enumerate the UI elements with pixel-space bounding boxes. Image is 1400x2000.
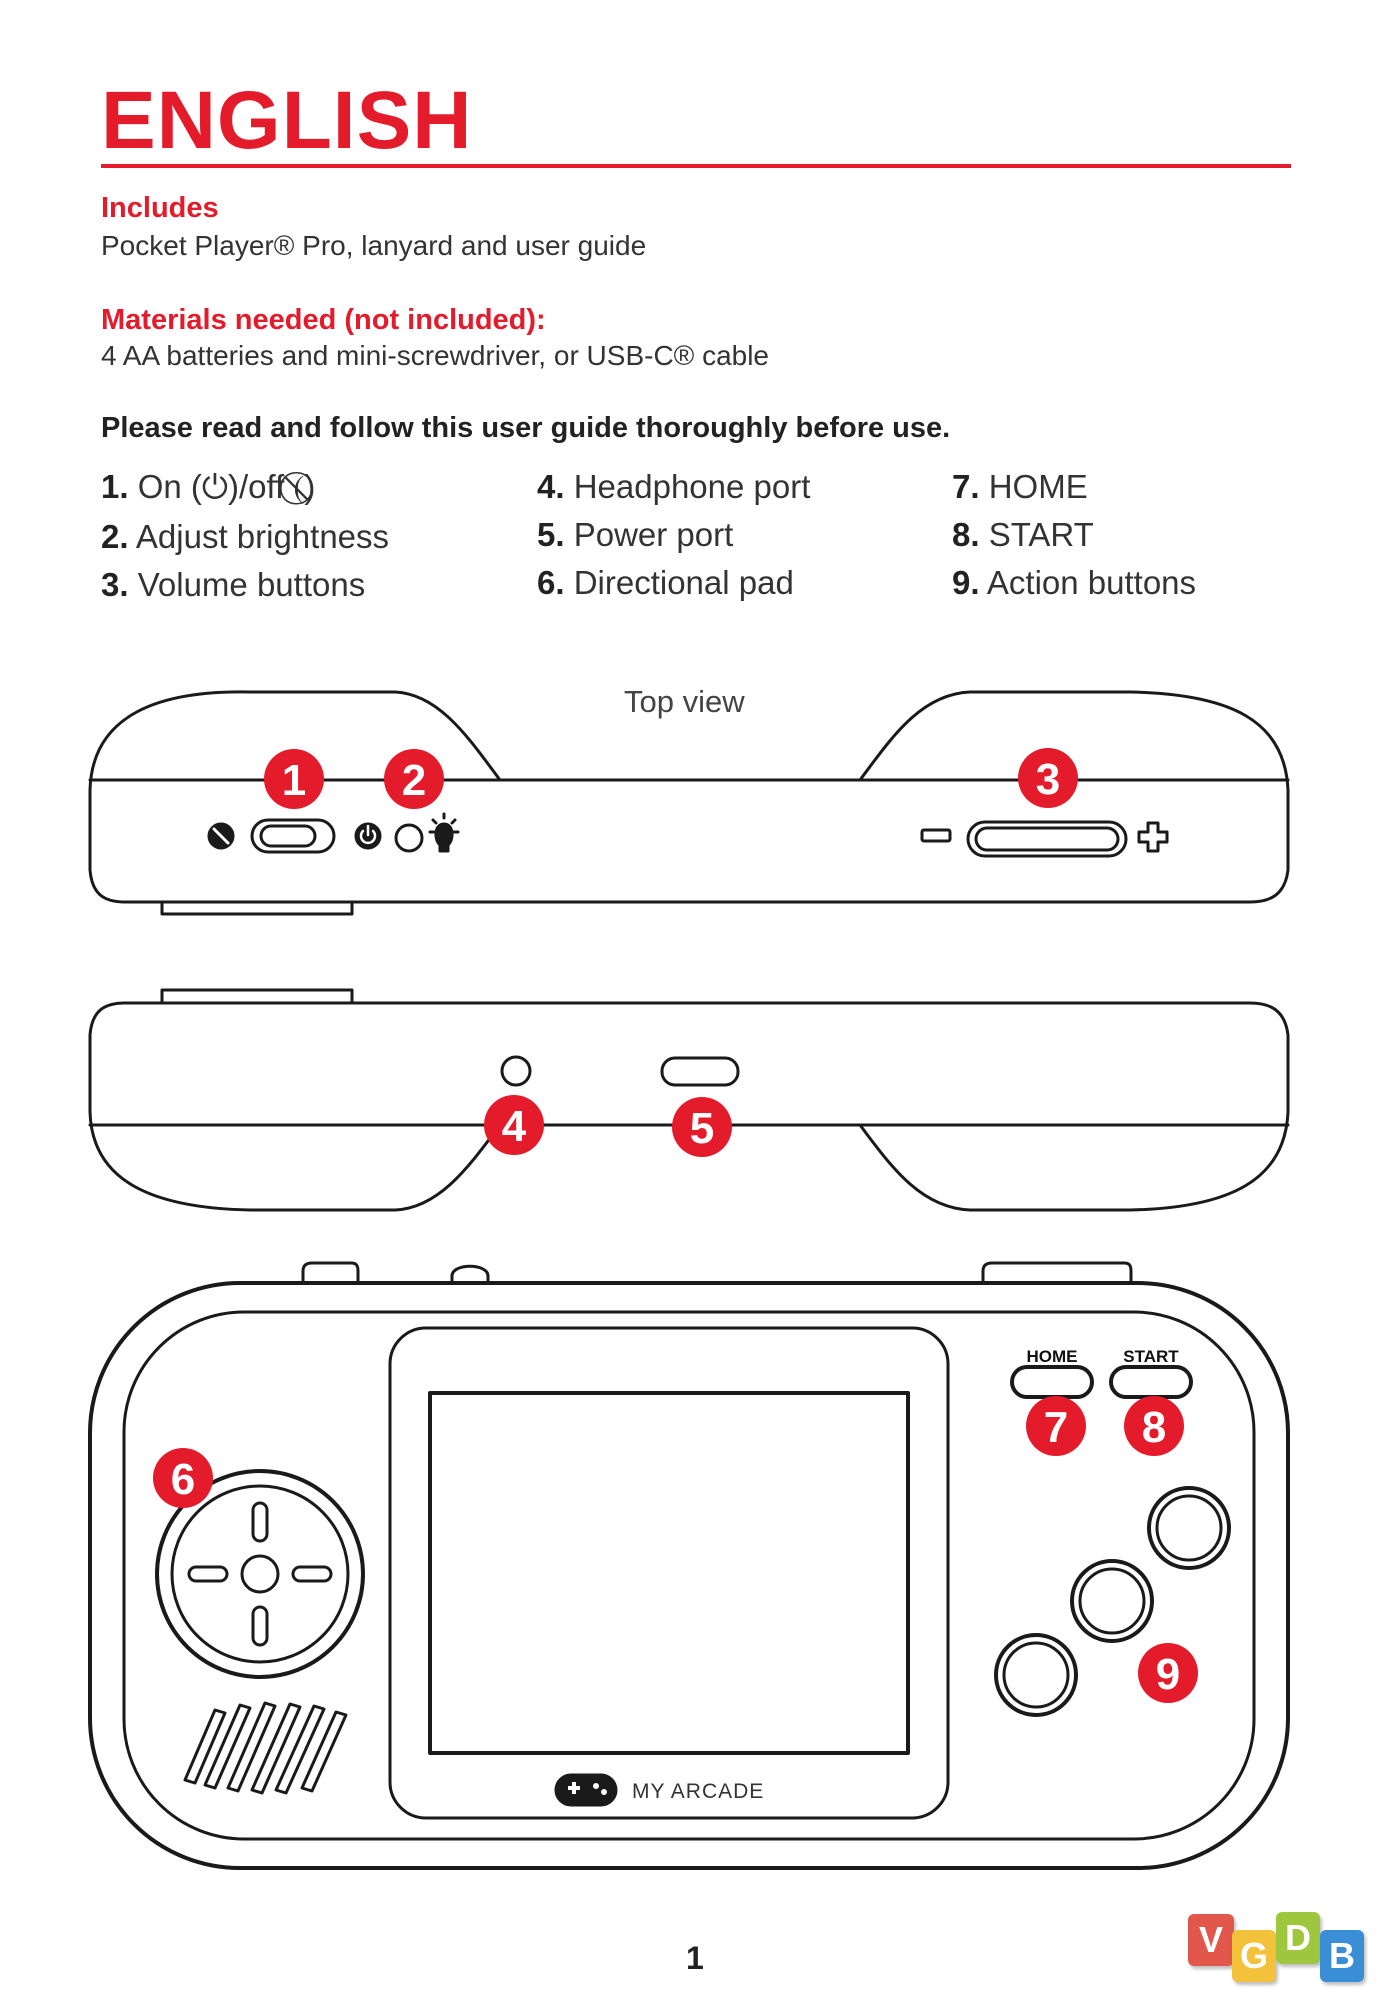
start-button[interactable] bbox=[1109, 1365, 1193, 1399]
start-button-label: START bbox=[1123, 1347, 1179, 1366]
action-button-left[interactable] bbox=[994, 1633, 1078, 1717]
svg-text:7: 7 bbox=[1044, 1403, 1068, 1452]
read-guide-notice: Please read and follow this user guide t… bbox=[101, 412, 951, 444]
callout-3: 3 bbox=[1018, 748, 1078, 808]
page-number: 1 bbox=[686, 1940, 704, 1976]
brand-name: MY ARCADE bbox=[632, 1780, 764, 1803]
part-item-4: 4. Headphone port bbox=[537, 468, 811, 505]
part-item-5: 5. Power port bbox=[537, 516, 734, 553]
part-item-8: 8. START bbox=[952, 516, 1094, 553]
callout-8: 8 bbox=[1124, 1396, 1184, 1456]
power-port[interactable] bbox=[660, 1056, 740, 1087]
page-title: ENGLISH bbox=[101, 75, 473, 166]
watermark-letter-g: G bbox=[1232, 1930, 1276, 1982]
top-view-label: Top view bbox=[624, 684, 745, 719]
part-item-7: 7. HOME bbox=[952, 468, 1088, 505]
off-icon bbox=[207, 822, 235, 850]
callout-9: 9 bbox=[1138, 1643, 1198, 1703]
parts-list: 1. On (⏻)/off (⃠) 2. Adjust brightness 3… bbox=[0, 468, 1400, 618]
bottom-view-device bbox=[88, 988, 1290, 1212]
part-item-9: 9. Action buttons bbox=[952, 564, 1197, 601]
callout-1: 1 bbox=[264, 749, 324, 809]
includes-heading: Includes bbox=[101, 192, 219, 224]
svg-text:4: 4 bbox=[502, 1102, 527, 1151]
dpad[interactable] bbox=[155, 1469, 365, 1679]
watermark-letter-d: D bbox=[1276, 1912, 1320, 1964]
part-item-1: 1. On (⏻)/off (⃠) bbox=[101, 468, 316, 505]
volume-rocker[interactable] bbox=[966, 820, 1128, 858]
power-switch[interactable] bbox=[250, 818, 336, 854]
materials-text: 4 AA batteries and mini-screwdriver, or … bbox=[101, 340, 770, 371]
svg-text:3: 3 bbox=[1036, 755, 1060, 804]
title-underline bbox=[101, 164, 1291, 168]
svg-text:5: 5 bbox=[690, 1104, 714, 1153]
brand-logo-icon bbox=[554, 1773, 618, 1807]
includes-text: Pocket Player® Pro, lanyard and user gui… bbox=[101, 230, 647, 261]
home-button[interactable] bbox=[1010, 1365, 1094, 1399]
home-button-label: HOME bbox=[1027, 1347, 1078, 1366]
svg-text:9: 9 bbox=[1156, 1650, 1180, 1699]
top-view-device bbox=[88, 690, 1290, 916]
volume-minus-icon bbox=[920, 828, 952, 843]
brightness-button[interactable] bbox=[394, 823, 424, 853]
action-button-middle[interactable] bbox=[1070, 1559, 1154, 1643]
callout-2: 2 bbox=[384, 749, 444, 809]
headphone-port[interactable] bbox=[500, 1055, 532, 1087]
callout-7: 7 bbox=[1026, 1396, 1086, 1456]
svg-text:8: 8 bbox=[1142, 1403, 1166, 1452]
power-on-icon bbox=[354, 822, 382, 850]
part-item-2: 2. Adjust brightness bbox=[101, 518, 390, 555]
action-button-right[interactable] bbox=[1147, 1486, 1231, 1570]
callout-5: 5 bbox=[672, 1097, 732, 1157]
materials-heading: Materials needed (not included): bbox=[101, 304, 546, 336]
callout-4: 4 bbox=[484, 1095, 544, 1155]
brightness-icon bbox=[428, 812, 460, 853]
volume-plus-icon bbox=[1137, 821, 1169, 853]
part-item-6: 6. Directional pad bbox=[537, 564, 794, 601]
speaker-grille bbox=[183, 1701, 348, 1795]
callout-6: 6 bbox=[153, 1448, 213, 1508]
part-item-3: 3. Volume buttons bbox=[101, 566, 366, 603]
svg-text:2: 2 bbox=[402, 756, 426, 805]
svg-text:1: 1 bbox=[282, 756, 306, 805]
svg-text:6: 6 bbox=[171, 1455, 195, 1504]
front-view-device bbox=[88, 1261, 1290, 1870]
watermark-letter-b: B bbox=[1320, 1930, 1364, 1982]
watermark-letter-v: V bbox=[1188, 1914, 1234, 1966]
